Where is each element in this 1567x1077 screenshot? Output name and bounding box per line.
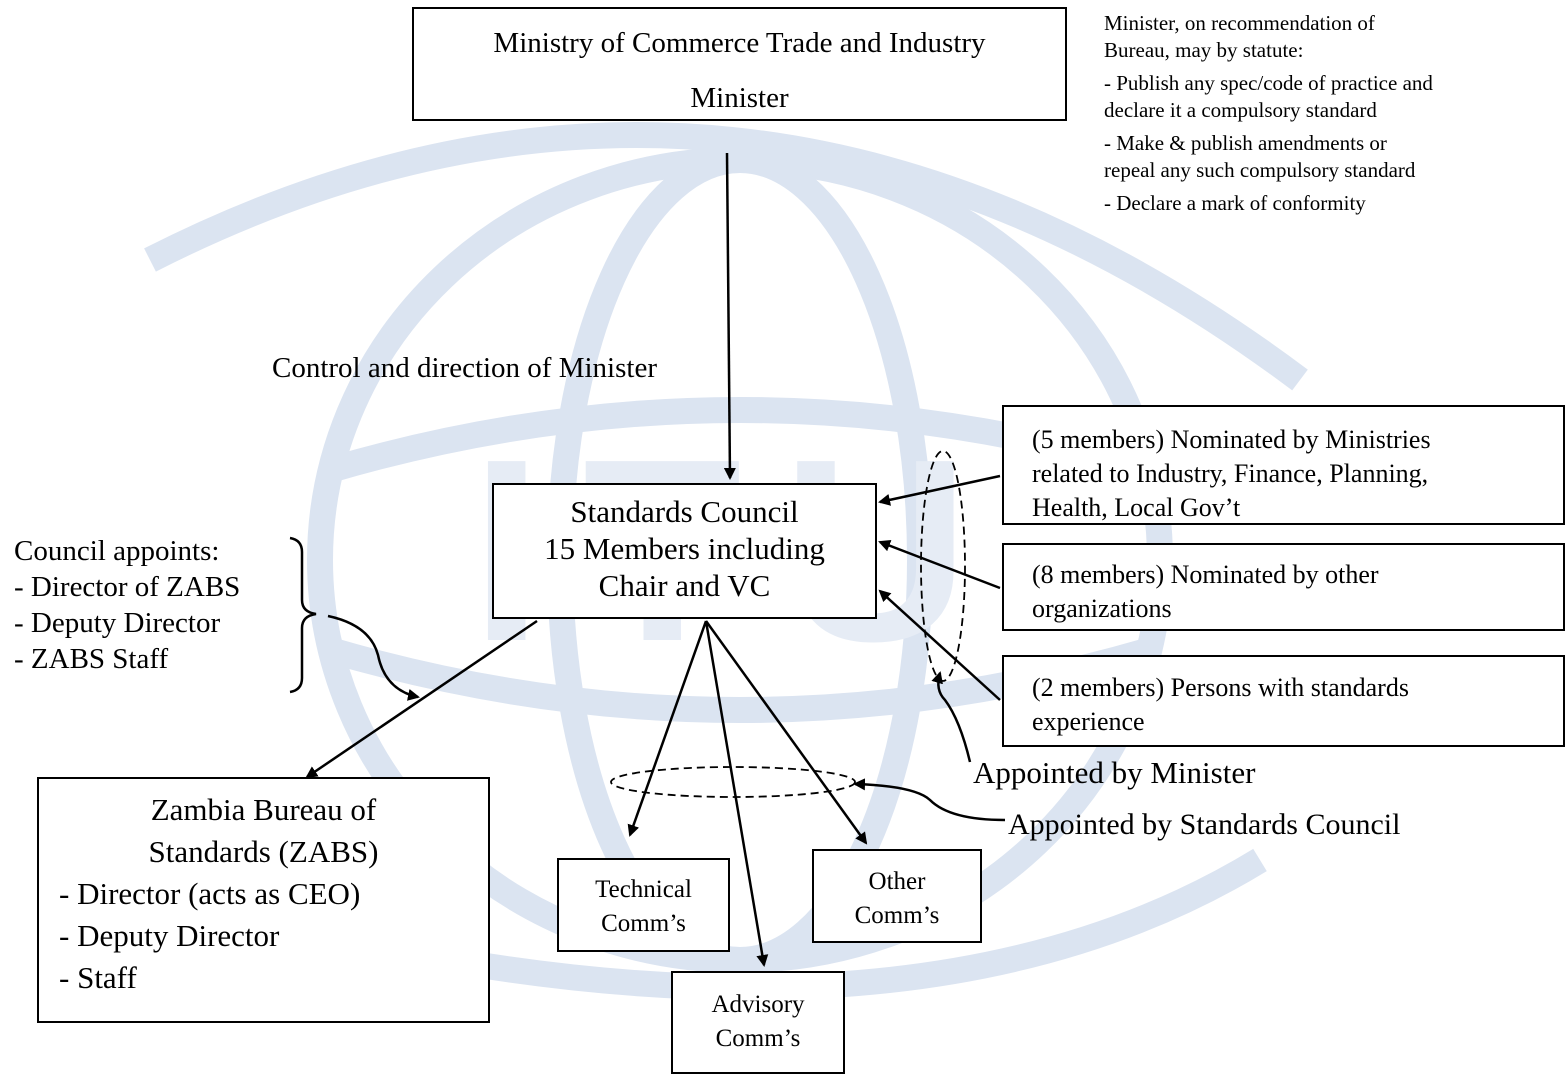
council-appoints-item: - ZABS Staff [14, 643, 169, 675]
control-direction-label: Control and direction of Minister [272, 352, 657, 384]
zabs-member-line: - Deputy Director [59, 918, 280, 953]
nomination-line: (2 members) Persons with standards [1032, 673, 1409, 702]
note-item-line: - Declare a mark of conformity [1104, 191, 1366, 215]
nomination-line: Health, Local Gov’t [1032, 493, 1241, 522]
committee-line: Comm’s [854, 902, 940, 929]
committee-line: Advisory [711, 991, 805, 1018]
committee-line: Comm’s [601, 910, 686, 937]
council-appoints-item: - Director of ZABS [14, 571, 241, 603]
nomination-line: organizations [1032, 594, 1172, 623]
other-committees-box: Other Comm’s [812, 849, 982, 943]
minister-powers-note: Minister, on recommendation of Bureau, m… [1104, 10, 1433, 217]
curved-arrow-appoints-to-zabs [327, 614, 420, 701]
arrow-other-orgs-to-council [878, 539, 1001, 590]
zabs-member-line: - Director (acts as CEO) [59, 876, 361, 911]
arrow-ministries-to-council [878, 474, 1001, 506]
zabs-box: Zambia Bureau of Standards (ZABS) - Dire… [37, 777, 490, 1023]
council-line: 15 Members including [544, 531, 825, 566]
technical-committees-box: Technical Comm’s [557, 858, 730, 952]
council-line: Standards Council [570, 494, 799, 529]
council-line: Chair and VC [598, 568, 771, 603]
arrow-persons-to-council [878, 589, 1001, 701]
committee-line: Other [868, 868, 926, 895]
standards-council-box: Standards Council 15 Members including C… [492, 483, 877, 619]
nomination-line: (5 members) Nominated by Ministries [1032, 425, 1431, 454]
note-item-line: repeal any such compulsory standard [1104, 158, 1416, 182]
dashed-ellipse-minister-appointees [920, 450, 966, 682]
nomination-other-orgs-box: (8 members) Nominated by other organizat… [1002, 543, 1565, 631]
nomination-line: experience [1032, 707, 1145, 736]
nomination-line: (8 members) Nominated by other [1032, 560, 1379, 589]
zabs-title-line: Standards (ZABS) [148, 834, 379, 869]
nomination-line: related to Industry, Finance, Planning, [1032, 459, 1429, 488]
zabs-member-line: - Staff [59, 960, 137, 995]
council-appoints-item: - Deputy Director [14, 607, 221, 639]
council-appoints-list: Council appoints: - Director of ZABS - D… [14, 533, 240, 677]
nomination-persons-box: (2 members) Persons with standards exper… [1002, 655, 1565, 747]
committee-line: Technical [595, 876, 692, 903]
note-intro-line: Bureau, may by statute: [1104, 38, 1304, 62]
ministry-title: Ministry of Commerce Trade and Industry [493, 27, 986, 59]
committee-line: Comm’s [715, 1025, 801, 1052]
appointed-by-minister-label: Appointed by Minister [973, 755, 1256, 790]
note-item-line: - Publish any spec/code of practice and [1104, 71, 1433, 95]
appointed-by-council-label: Appointed by Standards Council [1008, 808, 1401, 841]
arrow-council-to-other [704, 620, 868, 845]
note-item-line: declare it a compulsory standard [1104, 98, 1377, 122]
dashed-ellipse-committees [610, 766, 856, 798]
arrow-minister-to-council [723, 152, 736, 480]
advisory-committees-box: Advisory Comm’s [671, 971, 845, 1074]
ministry-minister: Minister [690, 82, 789, 114]
zabs-title-line: Zambia Bureau of [150, 792, 377, 827]
curved-arrow-council-ellipse [853, 778, 1006, 822]
ministry-box: Ministry of Commerce Trade and Industry … [412, 7, 1067, 121]
arrow-council-to-technical [627, 620, 708, 837]
nomination-ministries-box: (5 members) Nominated by Ministries rela… [1002, 405, 1565, 525]
council-appoints-title: Council appoints: [14, 535, 220, 567]
council-appoints-brace [289, 536, 317, 694]
arrow-council-to-advisory [704, 620, 769, 967]
curved-arrow-minister-ellipse [931, 671, 972, 763]
note-intro-line: Minister, on recommendation of [1104, 11, 1375, 35]
note-item-line: - Make & publish amendments or [1104, 131, 1387, 155]
arrow-council-to-zabs [305, 619, 538, 779]
globe-orbit [144, 122, 1308, 391]
